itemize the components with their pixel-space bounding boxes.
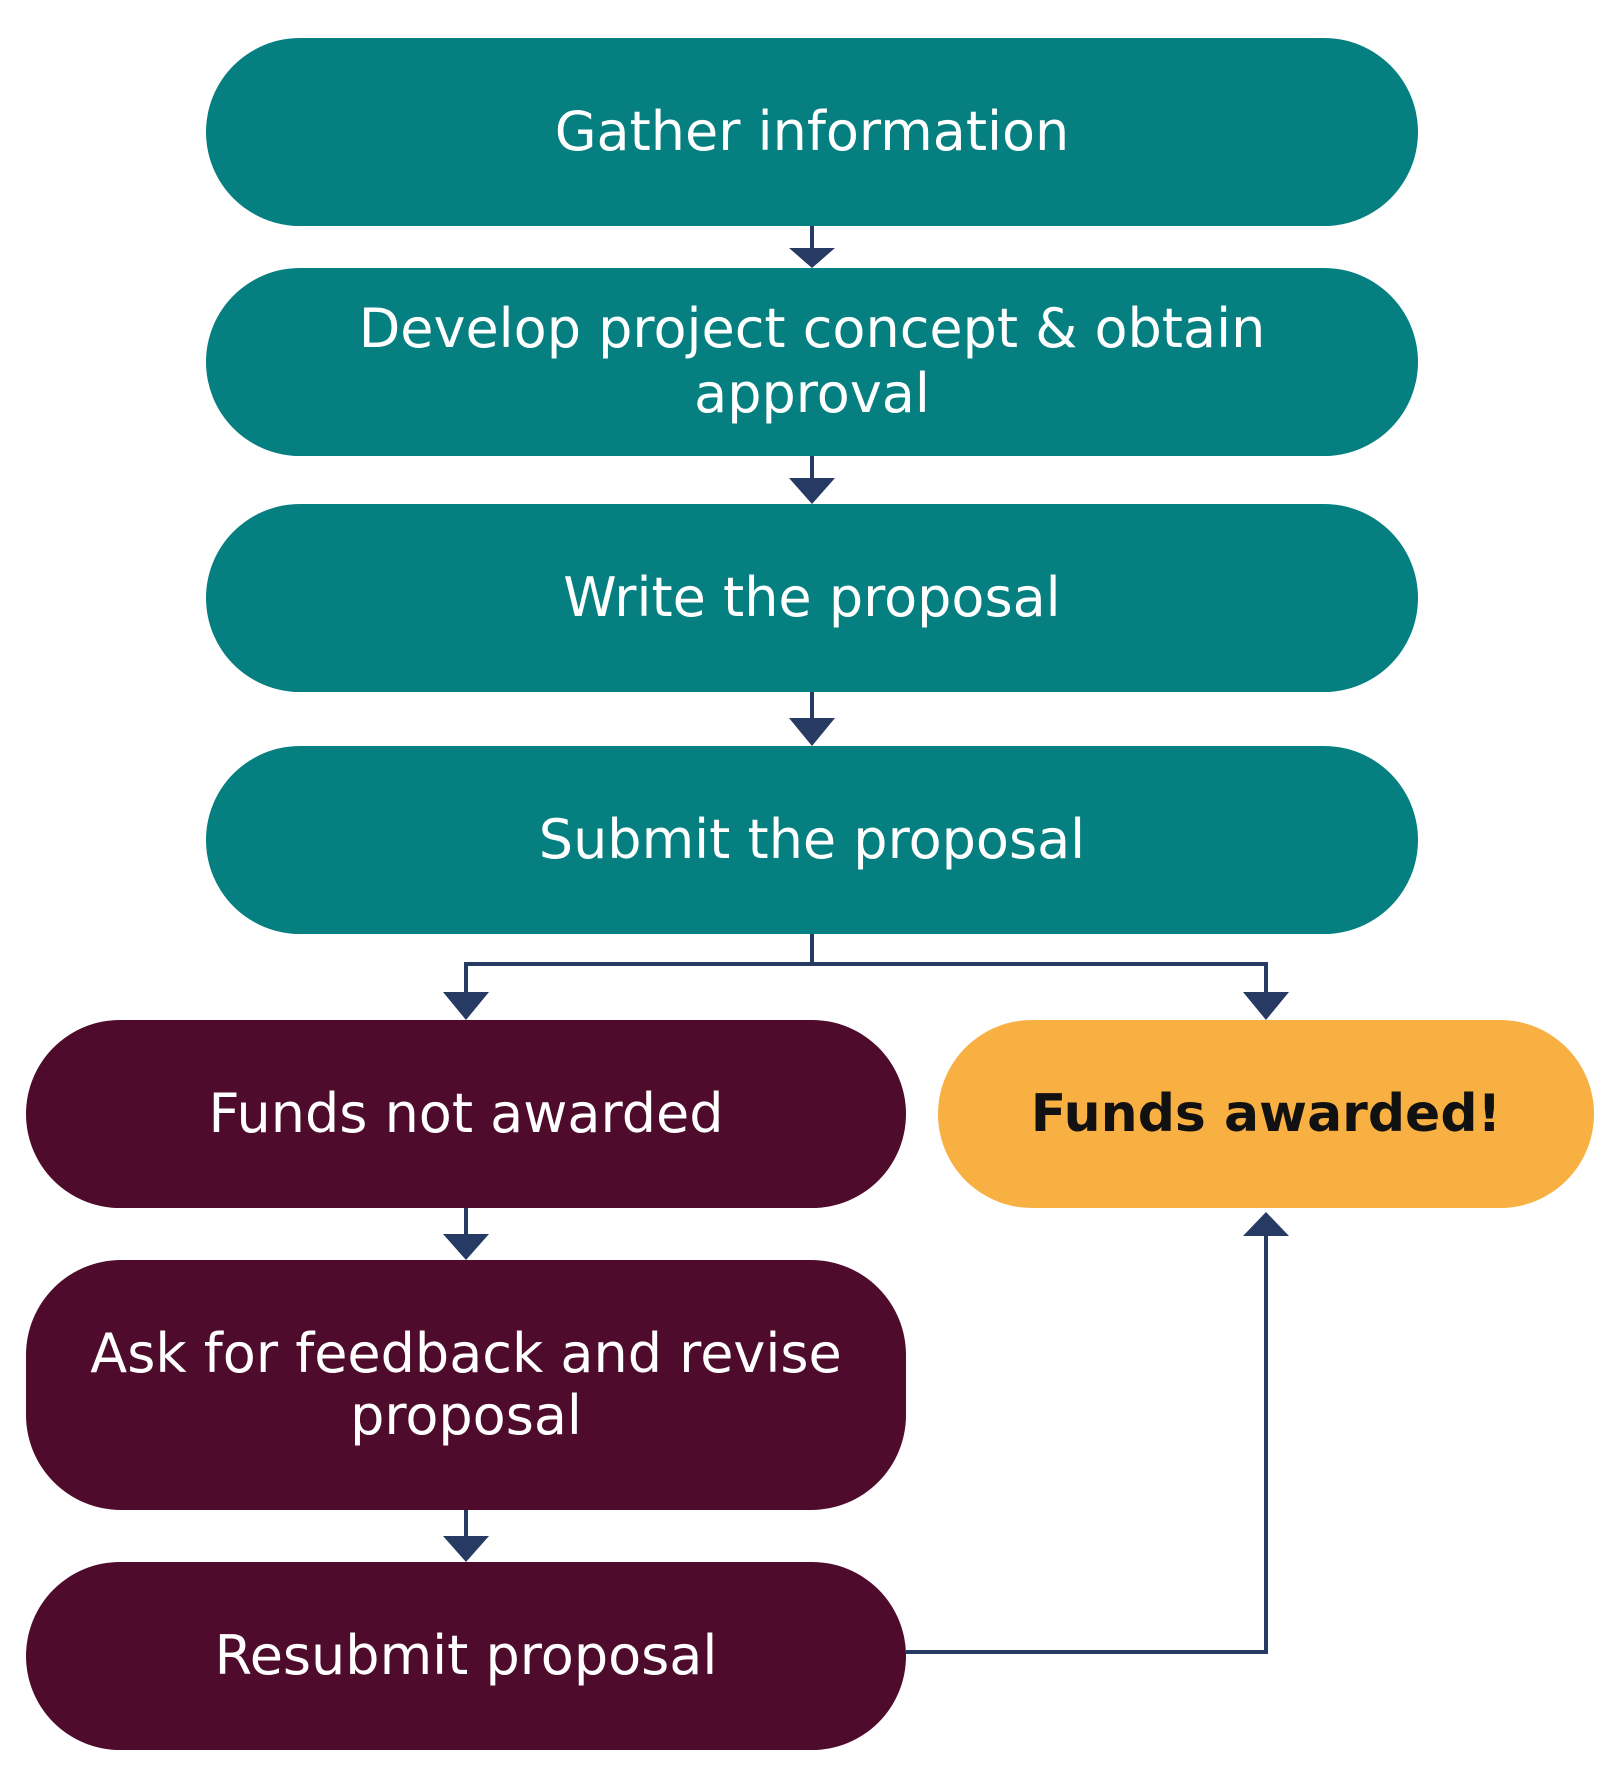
step-write-proposal-label: Write the proposal bbox=[563, 565, 1061, 629]
step-resubmit-proposal: Resubmit proposal bbox=[26, 1562, 906, 1750]
step-resubmit-proposal-label: Resubmit proposal bbox=[214, 1623, 718, 1687]
step-write-proposal: Write the proposal bbox=[206, 504, 1418, 692]
arrowhead-submit bbox=[789, 718, 835, 746]
arrowhead-not-awarded bbox=[443, 992, 489, 1020]
step-submit-proposal: Submit the proposal bbox=[206, 746, 1418, 934]
step-submit-proposal-label: Submit the proposal bbox=[538, 807, 1086, 871]
outcome-funds-not-awarded-label: Funds not awarded bbox=[208, 1081, 724, 1145]
edge-resubmit-awarded bbox=[906, 1234, 1268, 1654]
step-develop-concept-label: Develop project concept & obtain approva… bbox=[358, 297, 1266, 425]
step-ask-feedback: Ask for feedback and revise proposal bbox=[26, 1260, 906, 1510]
step-gather-information-label: Gather information bbox=[554, 99, 1070, 163]
outcome-funds-not-awarded: Funds not awarded bbox=[26, 1020, 906, 1208]
edge-submit-not-awarded bbox=[464, 962, 812, 994]
step-develop-concept: Develop project concept & obtain approva… bbox=[206, 268, 1418, 456]
step-ask-feedback-label: Ask for feedback and revise proposal bbox=[90, 1321, 842, 1447]
arrowhead-write bbox=[789, 478, 835, 504]
edge-submit-awarded bbox=[812, 962, 1268, 994]
outcome-funds-awarded: Funds awarded! bbox=[938, 1020, 1594, 1208]
arrowhead-resubmit-awarded bbox=[1243, 1212, 1289, 1236]
arrowhead-awarded bbox=[1243, 992, 1289, 1020]
arrowhead-resubmit bbox=[443, 1536, 489, 1562]
arrowhead-feedback bbox=[443, 1234, 489, 1260]
arrowhead-develop bbox=[789, 248, 835, 268]
outcome-funds-awarded-label: Funds awarded! bbox=[1030, 1083, 1502, 1144]
step-gather-information: Gather information bbox=[206, 38, 1418, 226]
